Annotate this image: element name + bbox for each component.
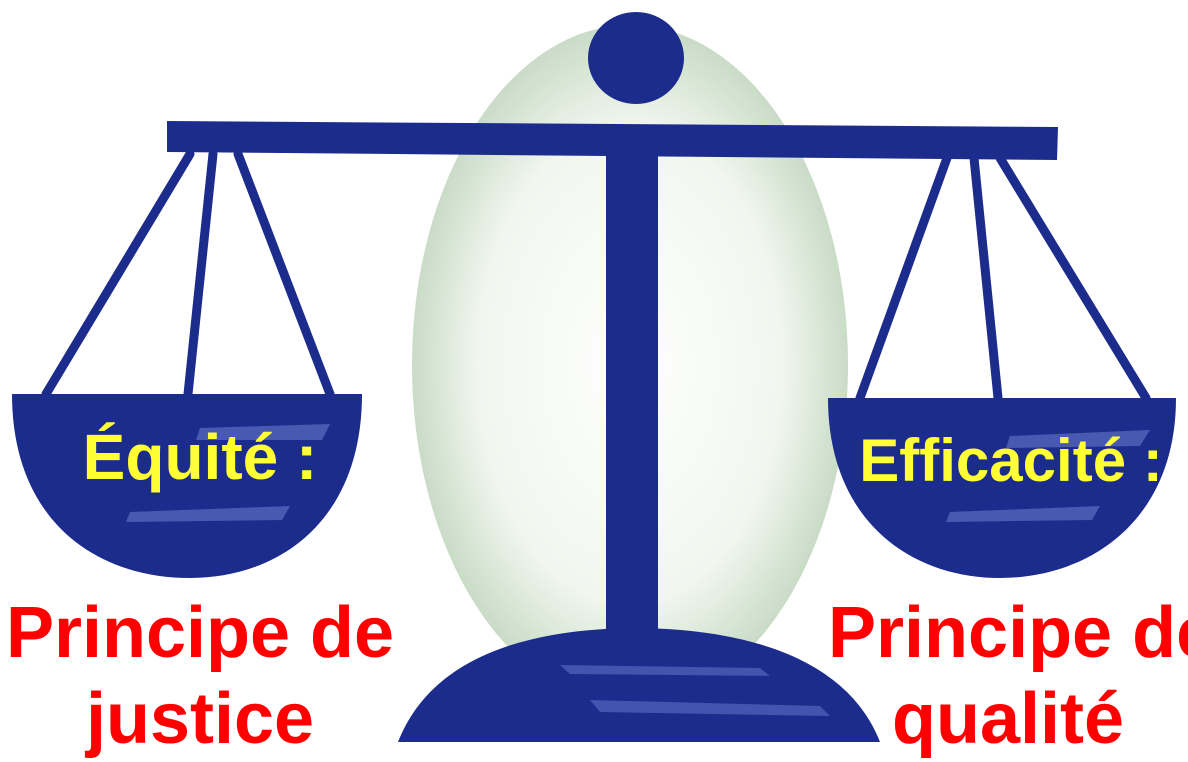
left-caption-line1: Principe de [5, 593, 395, 673]
left-pan-label: Équité : [82, 421, 318, 493]
left-caption-line2: justice [85, 679, 315, 759]
left-pan-highlight-1 [196, 424, 330, 440]
scale-pillar [606, 150, 658, 640]
left-pan-strings [41, 149, 335, 399]
right-caption: Principe de qualité [828, 590, 1188, 762]
base-highlight-2 [590, 700, 830, 716]
scale-base [398, 628, 880, 742]
left-pan-highlight-2 [126, 506, 290, 522]
right-pan-highlight-1 [1006, 430, 1150, 448]
right-caption-line2: qualité [891, 679, 1125, 759]
base-highlight-1 [560, 665, 770, 676]
right-pan-strings [855, 153, 1151, 403]
right-pan-highlight-2 [946, 506, 1100, 522]
right-pan-label: Efficacité : [859, 431, 1163, 491]
scale-beam [167, 121, 1058, 160]
scale-knob [588, 12, 684, 104]
left-caption: Principe de justice [0, 590, 400, 762]
right-caption-line1: Principe de [828, 593, 1188, 673]
